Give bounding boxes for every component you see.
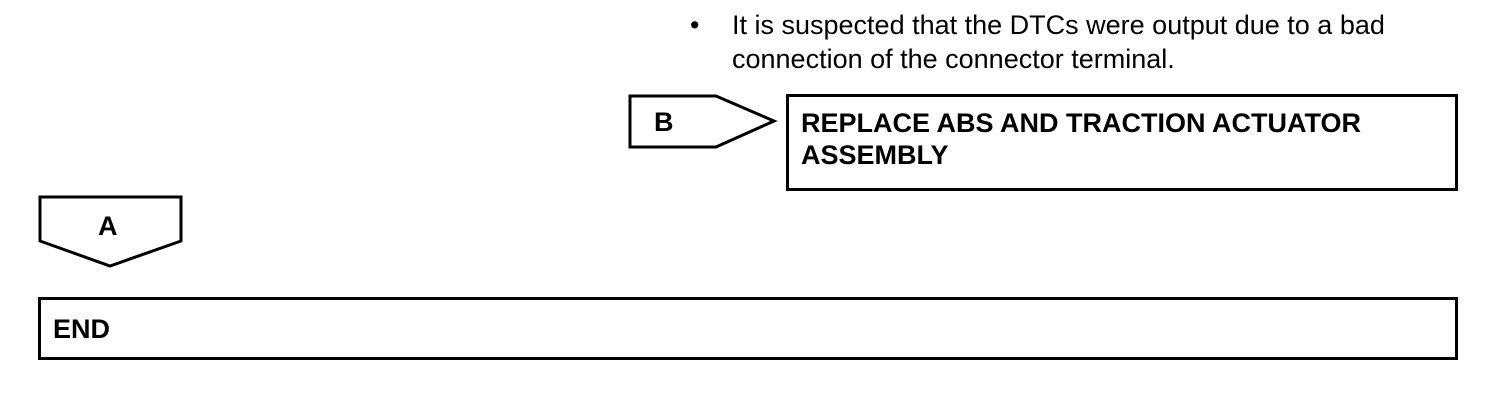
replace-action-box: REPLACE ABS AND TRACTION ACTUATOR ASSEMB… xyxy=(786,94,1458,191)
branch-b-label: B xyxy=(654,107,674,137)
bullet-note: • It is suspected that the DTCs were out… xyxy=(690,8,1450,76)
end-box: END xyxy=(38,297,1458,360)
note-text: It is suspected that the DTCs were outpu… xyxy=(732,10,1385,74)
branch-b-arrow-shape xyxy=(628,94,778,149)
replace-action-text: REPLACE ABS AND TRACTION ACTUATOR ASSEMB… xyxy=(801,108,1361,170)
branch-a-label: A xyxy=(98,211,118,241)
end-text: END xyxy=(53,314,111,344)
branch-a-arrow-shape xyxy=(38,195,183,268)
bullet-marker: • xyxy=(690,10,700,40)
